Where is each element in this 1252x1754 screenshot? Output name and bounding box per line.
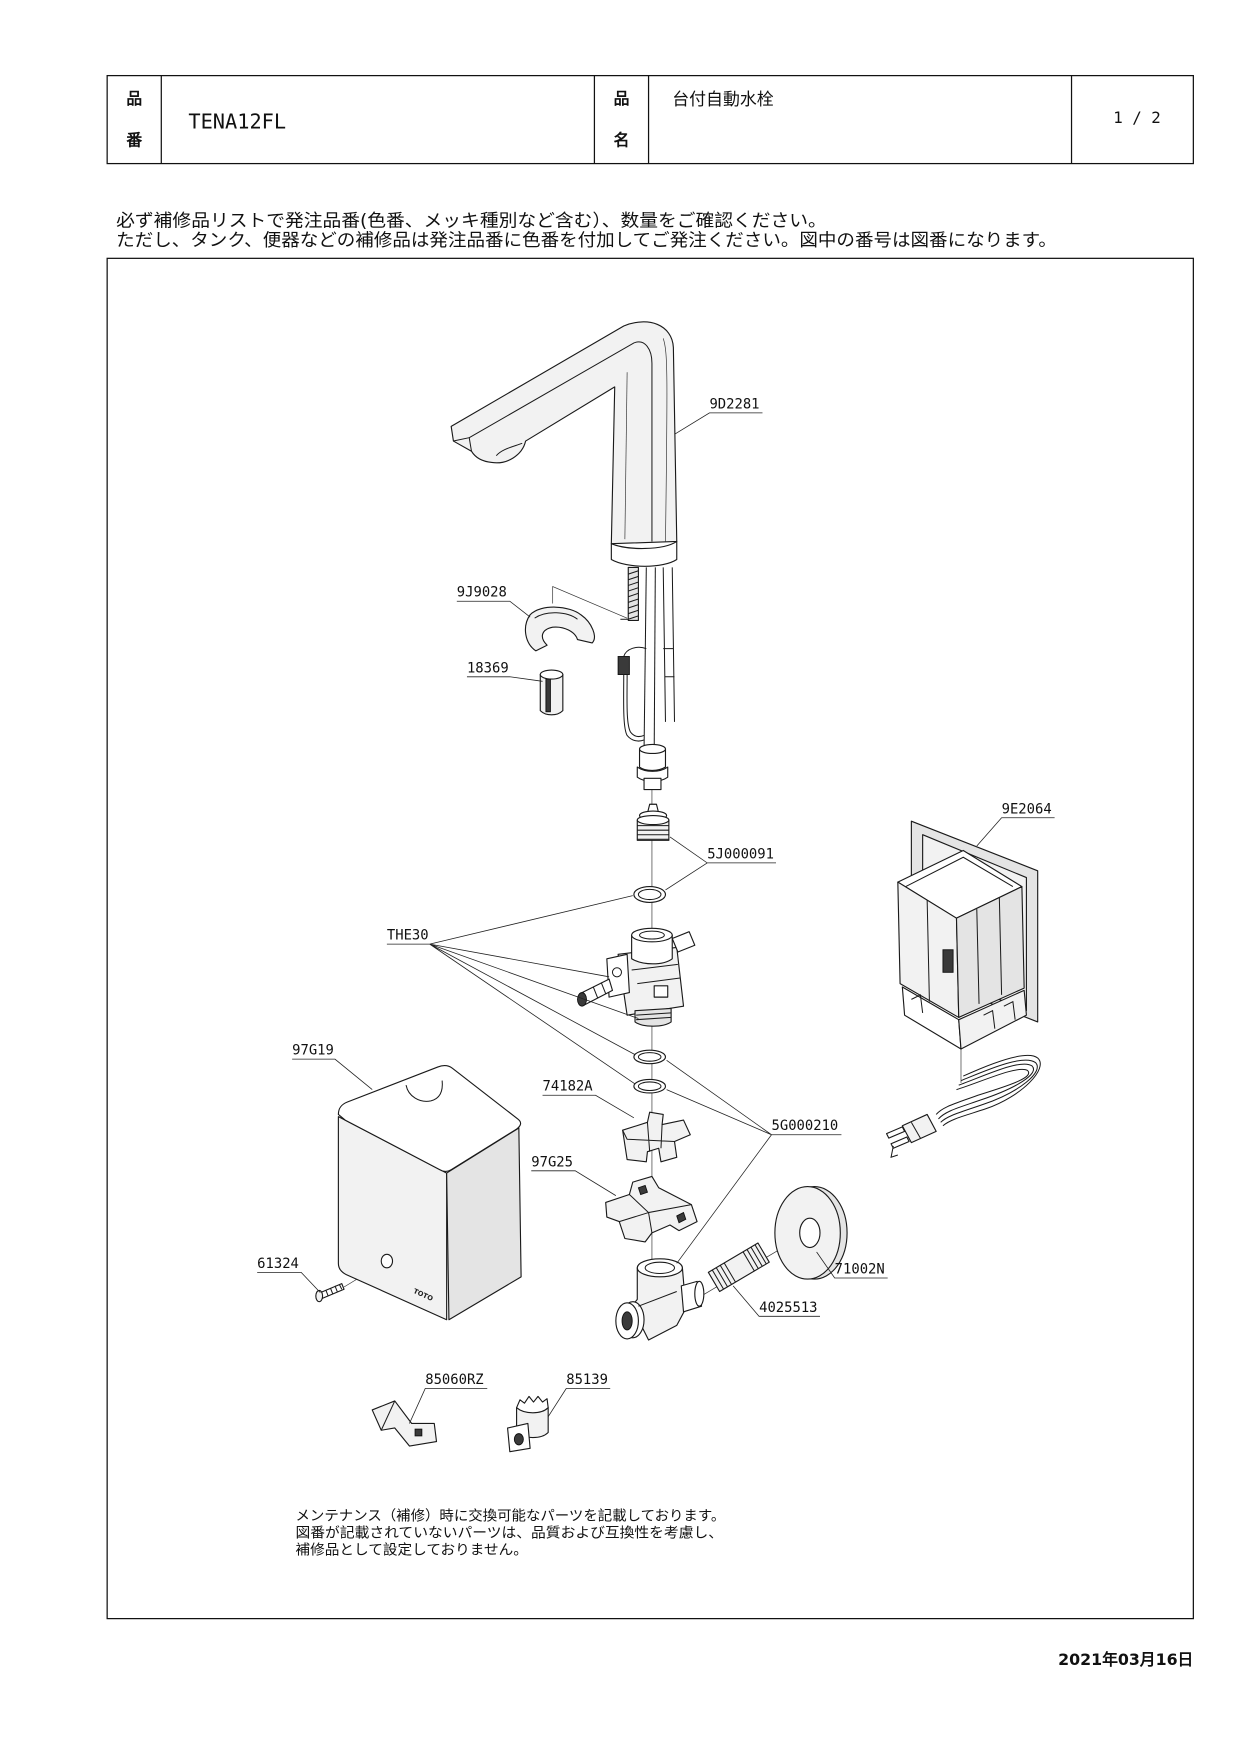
leader-line	[666, 1059, 842, 1264]
part-callout: 61324	[257, 1256, 321, 1293]
screw	[315, 1283, 345, 1303]
sleeve	[539, 669, 564, 716]
part-callout-label: 9J9028	[457, 585, 507, 601]
part-callout-label: 71002N	[835, 1261, 885, 1277]
screw-hole	[380, 1253, 394, 1269]
part-callout: 85139	[547, 1372, 611, 1417]
part-callout-label: THE30	[387, 928, 429, 944]
solenoid-valve	[577, 927, 696, 1027]
title-block: 品 番 TENA12FL 品 名 台付自動水栓 1 / 2	[106, 74, 1194, 165]
part-number-label-bottom: 番	[125, 131, 142, 150]
key	[371, 1400, 438, 1447]
service-tool	[507, 1395, 549, 1453]
part-callout-label: 18369	[467, 660, 509, 676]
issue-date: 2021年03月16日	[1058, 1650, 1193, 1669]
part-callout: 9D2281	[674, 396, 763, 435]
part-callout-label: 4025513	[759, 1300, 817, 1316]
valve-cover: TOTO	[337, 1064, 522, 1321]
notice-line: 必ず補修品リストで発注品番(色番、メッキ種別など含む）、数量をご確認ください。	[116, 212, 827, 232]
part-callout: 4025513	[732, 1285, 821, 1317]
part-callout: 5J000091	[665, 836, 777, 891]
o-ring	[633, 886, 667, 903]
o-ring	[633, 1049, 667, 1065]
note-line: 補修品として設定しておりません。	[296, 1542, 528, 1558]
leader-line	[665, 836, 777, 891]
part-callout: 18369	[466, 660, 543, 682]
part-callout: 9E2064	[976, 801, 1055, 847]
part-callout: 9J9028	[456, 585, 531, 618]
elbow-fitting	[615, 1258, 705, 1341]
part-callout: 74182A	[542, 1079, 635, 1119]
valve-clip	[622, 1111, 691, 1163]
maintenance-note: メンテナンス（補修）時に交換可能なパーツを記載しております。 図番が記載されてい…	[296, 1507, 726, 1558]
product-name: 台付自動水栓	[672, 89, 774, 109]
product-name-label-top: 品	[614, 89, 630, 108]
spout-hose-assembly	[617, 566, 676, 791]
escutcheon-plate	[774, 1186, 848, 1280]
part-callout: 85060RZ	[409, 1372, 488, 1424]
o-ring	[633, 1078, 667, 1094]
nipple-fitting	[636, 803, 670, 841]
leader-line	[257, 1271, 321, 1293]
part-callout-label: 74182A	[543, 1079, 594, 1095]
leader-line	[409, 1388, 488, 1424]
part-callout: THE30	[386, 895, 639, 1085]
leader-line	[456, 600, 531, 618]
diagram-frame	[106, 257, 1194, 1620]
part-callout: 97G25	[531, 1154, 617, 1196]
part-callout-label: 5G000210	[772, 1118, 839, 1134]
leader-line	[292, 1058, 373, 1090]
pipe-nipple	[707, 1242, 770, 1293]
part-callout: 5G000210	[666, 1059, 842, 1264]
product-name-label-bottom: 名	[614, 131, 630, 150]
part-callout-label: 85139	[566, 1372, 608, 1388]
retaining-clip	[524, 586, 628, 652]
control-box	[897, 820, 1039, 1050]
part-callout-label: 9E2064	[1002, 801, 1052, 817]
power-plug	[885, 1113, 937, 1159]
leader-line	[386, 895, 639, 1085]
leader-line	[732, 1285, 821, 1317]
faucet-spout	[450, 321, 678, 567]
part-callout-label: 9D2281	[709, 396, 759, 412]
part-number: TENA12FL	[188, 110, 286, 134]
leader-line	[816, 1251, 888, 1279]
leader-line	[547, 1388, 611, 1417]
valve-bracket	[605, 1175, 698, 1243]
note-line: メンテナンス（補修）時に交換可能なパーツを記載しております。	[296, 1507, 726, 1524]
part-callout-label: 85060RZ	[425, 1372, 483, 1388]
notice-line: ただし、タンク、便器などの補修品は発注品番に色番を付加してご発注ください。図中の…	[116, 231, 1057, 251]
notice: 必ず補修品リストで発注品番(色番、メッキ種別など含む）、数量をご確認ください。 …	[116, 212, 1057, 251]
title-block-border	[106, 74, 1194, 165]
part-callout: 97G19	[292, 1043, 373, 1090]
exploded-diagram: TOTO 9D2281 9J9028	[257, 321, 1055, 1453]
part-callout-label: 97G25	[531, 1154, 573, 1170]
leader-line	[531, 1170, 617, 1196]
leader-line	[542, 1094, 635, 1119]
part-callout-label: 61324	[257, 1256, 299, 1272]
part-callout-label: 5J000091	[707, 846, 774, 862]
power-cord	[935, 1054, 1041, 1127]
note-line: 図番が記載されていないパーツは、品質および互換性を考慮し、	[296, 1524, 723, 1541]
part-callout-label: 97G19	[292, 1043, 334, 1059]
page-number: 1 / 2	[1113, 108, 1161, 127]
part-callout: 71002N	[816, 1251, 888, 1279]
leader-line	[674, 412, 763, 435]
leader-line	[976, 817, 1055, 847]
connector	[617, 656, 630, 675]
leader-line	[466, 676, 543, 682]
part-number-label-top: 品	[126, 89, 142, 108]
